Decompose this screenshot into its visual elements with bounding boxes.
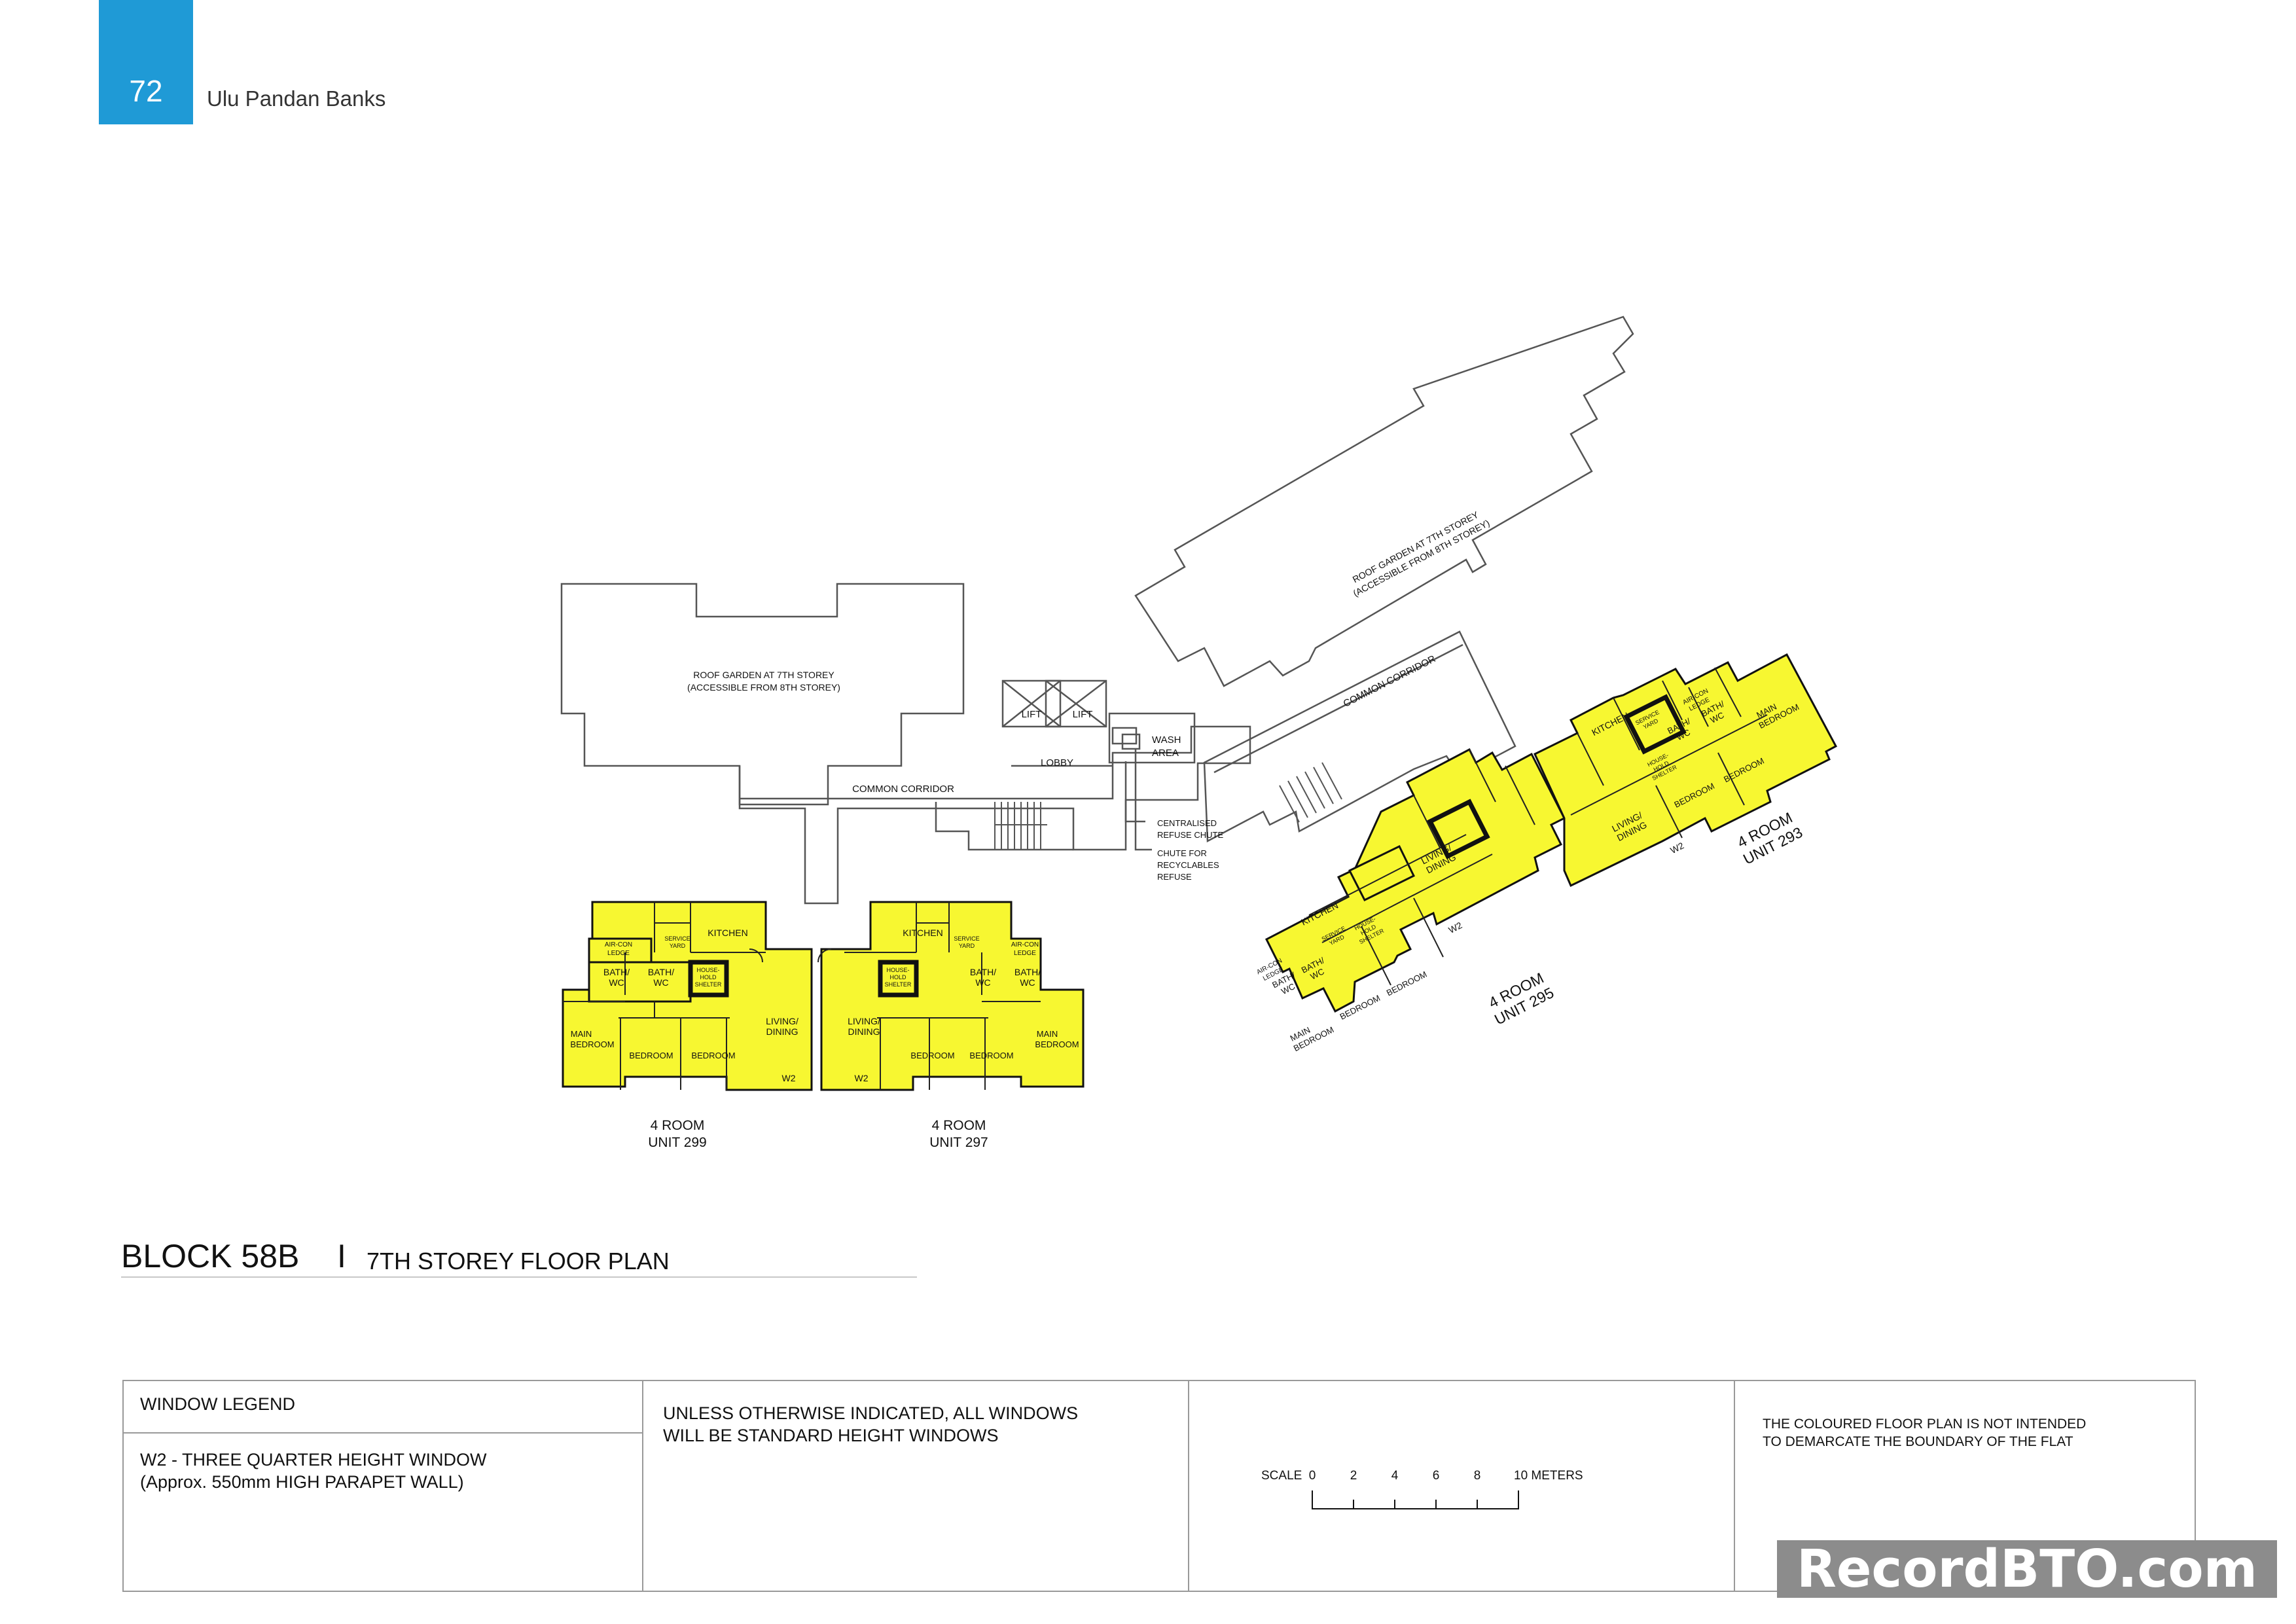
household-shelters	[688, 694, 1687, 998]
u299-main-bed-2: BEDROOM	[570, 1039, 614, 1049]
window-legend-cell: WINDOW LEGEND W2 - THREE QUARTER HEIGHT …	[124, 1381, 643, 1591]
u299-living-2: DINING	[766, 1026, 798, 1037]
refuse-chute-line2: REFUSE CHUTE	[1157, 830, 1223, 840]
note-line-2: WILL BE STANDARD HEIGHT WINDOWS	[663, 1426, 999, 1445]
u297-main-bed-2: BEDROOM	[1035, 1039, 1079, 1049]
u297-kitchen: KITCHEN	[903, 928, 942, 938]
wash-area-line2: AREA	[1152, 748, 1179, 759]
u297-aircon-2: LEDGE	[1014, 950, 1036, 957]
scale-tick-2: 2	[1350, 1469, 1357, 1483]
u299-aircon-1: AIR-CON	[605, 941, 632, 948]
scale-label: SCALE	[1261, 1469, 1302, 1483]
u299-w2: W2	[782, 1073, 796, 1083]
u297-unit: UNIT 297	[929, 1135, 988, 1150]
disclaimer-cell: THE COLOURED FLOOR PLAN IS NOT INTENDED …	[1735, 1381, 2195, 1591]
recyclables-line1: CHUTE FOR	[1157, 848, 1207, 858]
u299-shelter-3: SHELTER	[695, 981, 722, 988]
scale-tick-8: 8	[1474, 1469, 1481, 1483]
scale-tick-6: 6	[1433, 1469, 1440, 1483]
u297-service-yard-2: YARD	[959, 943, 975, 949]
u297-shelter-3: SHELTER	[885, 981, 912, 988]
scale-tick-10: 10 METERS	[1514, 1469, 1583, 1483]
block-title: BLOCK 58B	[121, 1238, 300, 1274]
scale-cell: SCALE 0 2 4 6 8 10 METERS	[1189, 1381, 1735, 1591]
w2-description: W2 - THREE QUARTER HEIGHT WINDOW (Approx…	[140, 1449, 487, 1493]
scale-line	[1312, 1490, 1519, 1509]
u299-bedroom-2: BEDROOM	[691, 1051, 735, 1060]
unit-297-fill	[820, 901, 1085, 1091]
u299-aircon-2: LEDGE	[607, 950, 630, 957]
scale-bar: SCALE 0 2 4 6 8 10 METERS	[1261, 1469, 1583, 1509]
plan-title: BLOCK 58B I 7TH STOREY FLOOR PLAN	[121, 1237, 917, 1278]
storey-title: 7TH STOREY FLOOR PLAN	[367, 1248, 670, 1274]
lobby-label: LOBBY	[1041, 757, 1073, 768]
u297-service-yard-1: SERVICE	[954, 935, 979, 942]
disclaimer-line-2: TO DEMARCATE THE BOUNDARY OF THE FLAT	[1763, 1434, 2073, 1449]
u297-shelter-1: HOUSE-	[886, 967, 909, 973]
legend-table: WINDOW LEGEND W2 - THREE QUARTER HEIGHT …	[122, 1380, 2196, 1592]
u293-w2: W2	[1668, 840, 1685, 856]
u299-kitchen: KITCHEN	[708, 928, 747, 938]
u299-living-1: LIVING/	[766, 1016, 798, 1026]
page-header: Ulu Pandan Banks	[207, 86, 386, 111]
scale-tick-0: 0	[1309, 1469, 1316, 1483]
u299-bedroom-1: BEDROOM	[629, 1051, 673, 1060]
u297-bedroom-1: BEDROOM	[910, 1051, 954, 1060]
u297-bath2-1: BATH/	[1014, 967, 1041, 977]
title-separator: I	[337, 1238, 346, 1274]
u299-bath1-2: WC	[609, 977, 624, 988]
roof-garden-left-line2: (ACCESSIBLE FROM 8TH STOREY)	[687, 682, 840, 693]
u297-type: 4 ROOM	[932, 1118, 986, 1133]
page-number-tab: 72	[99, 0, 193, 124]
u299-bath2-2: WC	[653, 977, 668, 988]
interior-walls	[563, 667, 1768, 1090]
watermark: RecordBTO.com	[1777, 1540, 2277, 1598]
u297-w2: W2	[855, 1073, 869, 1083]
lift-label-2: LIFT	[1073, 709, 1093, 720]
refuse-chute-line1: CENTRALISED	[1157, 818, 1217, 828]
u297-bedroom-2: BEDROOM	[969, 1051, 1013, 1060]
standard-window-note: UNLESS OTHERWISE INDICATED, ALL WINDOWS …	[663, 1402, 1078, 1447]
u297-bath1-1: BATH/	[970, 967, 996, 977]
disclaimer: THE COLOURED FLOOR PLAN IS NOT INTENDED …	[1763, 1415, 2086, 1451]
u295-bedroom-2: BEDROOM	[1385, 969, 1429, 998]
w2-line-1: W2 - THREE QUARTER HEIGHT WINDOW	[140, 1450, 487, 1470]
disclaimer-line-1: THE COLOURED FLOOR PLAN IS NOT INTENDED	[1763, 1416, 2087, 1432]
building-outline	[560, 316, 1634, 905]
roof-garden-left-line1: ROOF GARDEN AT 7TH STOREY	[693, 670, 834, 680]
unit-293-fill	[1534, 653, 1838, 888]
recyclables-line2: RECYCLABLES	[1157, 860, 1219, 870]
u299-unit: UNIT 299	[648, 1135, 707, 1150]
u297-bath2-2: WC	[1020, 977, 1035, 988]
w2-line-2: (Approx. 550mm HIGH PARAPET WALL)	[140, 1472, 464, 1492]
u299-type: 4 ROOM	[651, 1118, 705, 1133]
note-line-1: UNLESS OTHERWISE INDICATED, ALL WINDOWS	[663, 1403, 1079, 1423]
u299-service-yard-2: YARD	[670, 943, 686, 949]
u299-bath1-1: BATH/	[603, 967, 630, 977]
scale-tick-4: 4	[1391, 1469, 1399, 1483]
common-corridor-right: COMMON CORRIDOR	[1342, 653, 1438, 710]
unit-299-fill	[562, 901, 813, 1091]
u299-service-yard-1: SERVICE	[664, 935, 690, 942]
u299-main-bed-1: MAIN	[571, 1029, 592, 1039]
page-number: 72	[129, 74, 163, 108]
u297-living-1: LIVING/	[848, 1016, 880, 1026]
standard-window-note-cell: UNLESS OTHERWISE INDICATED, ALL WINDOWS …	[643, 1381, 1189, 1591]
window-legend-header: WINDOW LEGEND	[124, 1381, 642, 1434]
u297-living-2: DINING	[848, 1026, 880, 1037]
u299-shelter-2: HOLD	[700, 974, 717, 981]
u297-bath1-2: WC	[975, 977, 990, 988]
recyclables-line3: REFUSE	[1157, 872, 1192, 882]
u297-main-bed-1: MAIN	[1037, 1029, 1058, 1039]
wash-area-line1: WASH	[1152, 734, 1181, 746]
u297-aircon-1: AIR-CON	[1011, 941, 1039, 948]
common-corridor-left: COMMON CORRIDOR	[852, 784, 954, 795]
roof-garden-right-line1: ROOF GARDEN AT 7TH STOREY	[1351, 509, 1480, 585]
u295-w2: W2	[1446, 920, 1463, 935]
u299-shelter-1: HOUSE-	[696, 967, 719, 973]
u299-bath2-1: BATH/	[648, 967, 674, 977]
u297-shelter-2: HOLD	[889, 974, 906, 981]
lift-label-1: LIFT	[1022, 709, 1042, 720]
